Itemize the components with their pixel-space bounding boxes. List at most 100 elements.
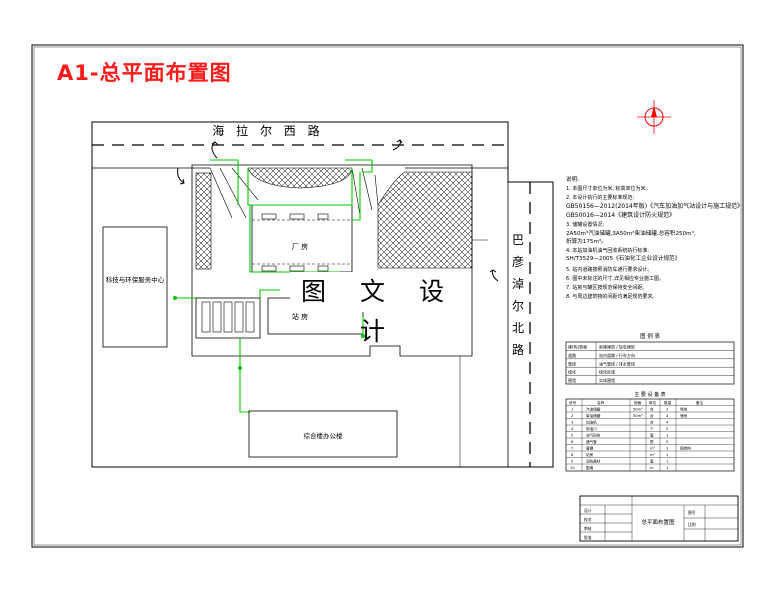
svg-text:围墙: 围墙	[586, 465, 594, 470]
bottom-building-label: 综合楼办公楼	[304, 431, 344, 440]
svg-text:50m³: 50m³	[633, 408, 643, 412]
green-belt-left	[195, 172, 212, 270]
sheet-border	[31, 44, 744, 548]
svg-text:6: 6	[571, 440, 574, 444]
svg-text:10: 10	[570, 466, 575, 470]
svg-text:加油机: 加油机	[586, 420, 597, 425]
tanks	[201, 301, 255, 333]
left-building	[102, 226, 168, 348]
svg-text:绿化区域: 绿化区域	[599, 369, 615, 375]
svg-text:校对: 校对	[584, 517, 592, 522]
tank-area	[195, 297, 261, 339]
title-block: 总平面布置图 设计 校对 审核 批准 图号 比例	[579, 495, 739, 542]
svg-text:站内道路 / 行车方向: 站内道路 / 行车方向	[599, 352, 635, 358]
svg-text:m: m	[650, 466, 654, 470]
svg-text:5: 5	[666, 427, 668, 431]
svg-text:3. 储罐设置情况:: 3. 储罐设置情况:	[566, 221, 604, 228]
svg-text:GB50156—2012(2014年版)《汽车加油加气站设计: GB50156—2012(2014年版)《汽车加油加气站设计与施工规范》	[566, 202, 743, 210]
design-notes: 说明: 1. 本图尺寸单位为米, 标高单位为米。 2. 本设计执行的主要标准规范…	[566, 175, 743, 300]
svg-text:SH/T3529—2005《石油化工企业设计规范》: SH/T3529—2005《石油化工企业设计规范》	[566, 254, 680, 262]
green-belt-north	[247, 167, 353, 189]
svg-text:北: 北	[512, 321, 524, 335]
svg-text:套: 套	[650, 433, 654, 438]
svg-text:4: 4	[571, 427, 574, 431]
svg-text:油气回收: 油气回收	[586, 433, 601, 438]
svg-text:围墙: 围墙	[568, 377, 576, 383]
svg-text:1: 1	[666, 447, 668, 451]
svg-text:钢结构: 钢结构	[680, 446, 691, 451]
svg-text:单位: 单位	[649, 400, 657, 405]
svg-text:设计: 设计	[584, 508, 592, 513]
drawing-name: 总平面布置图	[641, 518, 675, 526]
svg-text:1: 1	[666, 434, 668, 438]
svg-text:1: 1	[571, 408, 573, 412]
svg-text:消防器材: 消防器材	[586, 459, 601, 464]
fuel-dispensers	[261, 213, 329, 272]
sheet-inner-border	[33, 46, 742, 546]
svg-text:2A50m³汽油储罐,3A50m³柴油储罐,总容积250m³: 2A50m³汽油储罐,3A50m³柴油储罐,总容积250m³,	[566, 229, 696, 237]
watermark: 图 文 设 计	[290, 272, 468, 346]
svg-text:m²: m²	[650, 453, 656, 457]
svg-text:GB50016—2014《建筑设计防火规范》: GB50016—2014《建筑设计防火规范》	[566, 211, 675, 219]
svg-text:1: 1	[666, 460, 668, 464]
green-belt-east	[377, 171, 473, 269]
svg-text:序号: 序号	[569, 400, 577, 405]
svg-text:1. 本图尺寸单位为米, 标高单位为米。: 1. 本图尺寸单位为米, 标高单位为米。	[566, 185, 651, 192]
svg-text:个: 个	[650, 426, 654, 431]
drawing-title: A1-总平面布置图	[57, 61, 232, 85]
pipelines	[175, 159, 373, 413]
svg-text:尔: 尔	[512, 298, 524, 313]
substation-label: 站 房	[292, 312, 308, 321]
svg-text:规格: 规格	[634, 400, 642, 405]
svg-text:新建建筑 / 现有建筑: 新建建筑 / 现有建筑	[599, 344, 635, 350]
svg-text:柴油储罐: 柴油储罐	[586, 413, 601, 418]
equipment-table: 主 要 设 备 表 序号 名称 规格 单位 数量 备注 1 汽油储罐 50m³ 台 2 埋…	[565, 391, 735, 472]
svg-text:7. 站房与罐区按规范保持安全间距。: 7. 站房与罐区按规范保持安全间距。	[566, 284, 647, 291]
svg-text:汽油储罐: 汽油储罐	[586, 407, 601, 412]
svg-text:7: 7	[571, 447, 573, 451]
north-road	[92, 144, 508, 169]
svg-text:根: 根	[650, 439, 654, 444]
svg-text:图号: 图号	[688, 510, 696, 515]
svg-text:4: 4	[666, 421, 669, 425]
svg-text:台: 台	[650, 413, 654, 418]
svg-text:审核: 审核	[584, 526, 592, 531]
svg-text:站房: 站房	[586, 452, 594, 457]
svg-text:5: 5	[666, 440, 668, 444]
north-road-label: 海 拉 尔 西 路	[212, 123, 323, 138]
svg-text:2. 本设计执行的主要标准规范:: 2. 本设计执行的主要标准规范:	[566, 194, 634, 201]
svg-text:主 要 设 备 表: 主 要 设 备 表	[634, 391, 665, 398]
svg-text:通气管: 通气管	[586, 439, 597, 444]
svg-text:淖: 淖	[512, 277, 524, 291]
svg-text:1: 1	[666, 466, 668, 470]
svg-text:1: 1	[666, 453, 668, 457]
svg-text:卸油口: 卸油口	[586, 426, 597, 431]
svg-text:套: 套	[650, 459, 654, 464]
svg-text:绿化: 绿化	[568, 369, 576, 375]
workshop-label: 厂 房	[292, 242, 308, 251]
svg-text:埋地: 埋地	[680, 407, 688, 412]
svg-text:m²: m²	[650, 447, 656, 451]
svg-text:5. 站内道路按照消防车通行要求设计。: 5. 站内道路按照消防车通行要求设计。	[566, 266, 652, 273]
north-arrow-icon	[637, 100, 671, 134]
svg-text:建(构)筑物: 建(构)筑物	[568, 344, 587, 350]
svg-text:名称: 名称	[597, 400, 605, 405]
svg-text:比例: 比例	[688, 522, 696, 527]
legend-table: 图 例 表 建(构)筑物 新建建筑 / 现有建筑 道路 站内道路 / 行车方向 …	[565, 332, 735, 385]
notes-heading: 说明:	[566, 175, 579, 183]
svg-text:罩棚: 罩棚	[586, 446, 594, 451]
svg-text:备注: 备注	[696, 400, 704, 405]
svg-text:彦: 彦	[512, 254, 524, 269]
svg-text:图 例 表: 图 例 表	[640, 332, 660, 340]
svg-text:数量: 数量	[664, 400, 672, 405]
workshop-canopy	[251, 204, 353, 273]
svg-text:3: 3	[571, 421, 573, 425]
svg-text:6. 图中未标注的尺寸,详见相应专业施工图。: 6. 图中未标注的尺寸,详见相应专业施工图。	[566, 275, 664, 282]
svg-text:批准: 批准	[584, 535, 592, 540]
svg-text:管线: 管线	[568, 360, 576, 366]
svg-text:2: 2	[666, 408, 668, 412]
curved-arrow-icon	[177, 139, 499, 282]
left-building-label: 科技与环保服务中心	[106, 275, 165, 284]
